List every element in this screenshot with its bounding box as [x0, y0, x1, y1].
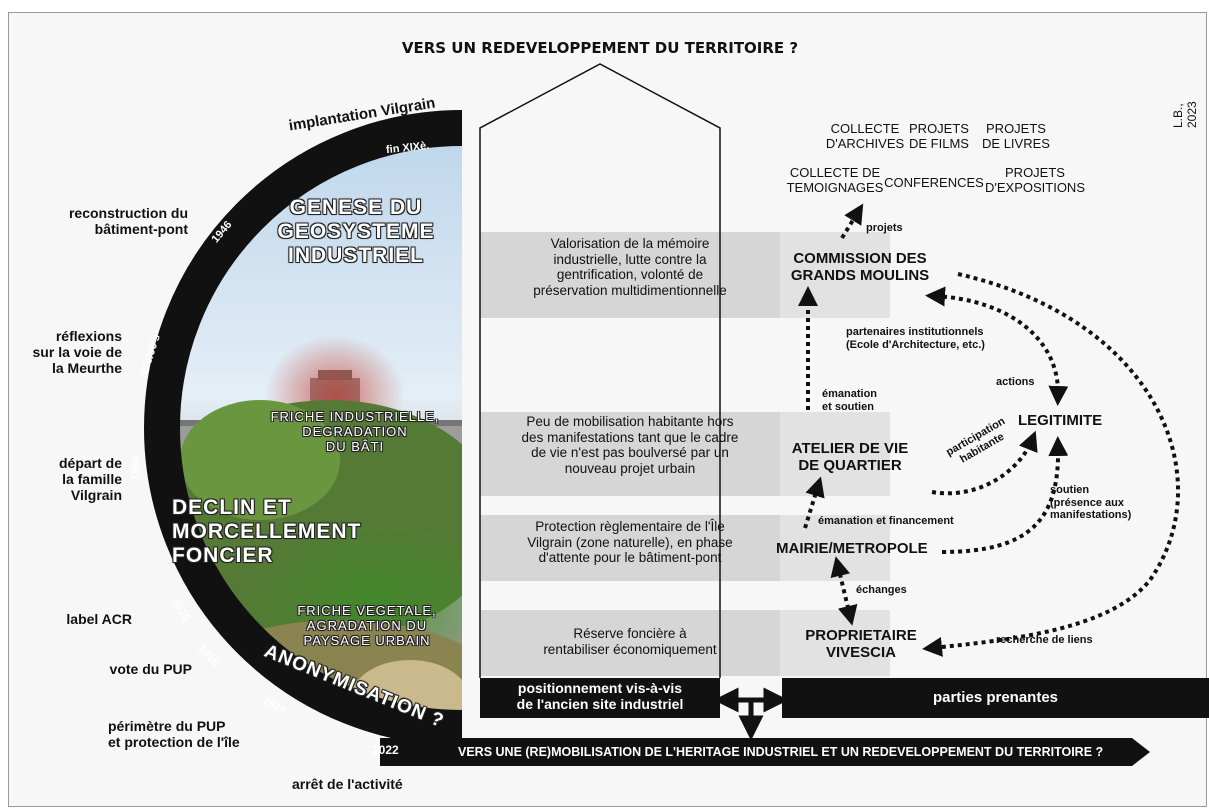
- node-atelier: ATELIER DE VIE DE QUARTIER: [791, 440, 909, 475]
- connectors: [798, 203, 1181, 657]
- project-archives: COLLECTE D'ARCHIVES: [825, 121, 905, 151]
- arrow-participation: [931, 430, 1038, 496]
- position-row-3: Protection règlementaire de l'Île Vilgra…: [527, 519, 733, 566]
- arrow-actions: [925, 286, 1069, 406]
- bottom-arrow-label: VERS UNE (RE)MOBILISATION DE L'HERITAGE …: [458, 745, 1104, 759]
- event-1946: reconstruction du bâtiment-pont: [68, 205, 188, 238]
- band-3: [480, 515, 780, 581]
- event-2015: label ACR: [66, 611, 132, 627]
- label-friche-industrielle: FRICHE INDUSTRIELLE, DEGRADATION DU BÂTI: [270, 409, 440, 454]
- link-echanges: échanges: [856, 584, 907, 596]
- node-proprietaire: PROPRIETAIRE VIVESCIA: [805, 627, 917, 662]
- node-mairie: MAIRIE/METROPOLE: [776, 540, 928, 557]
- link-emanation-financement: émanation et financement: [818, 515, 954, 527]
- position-footer: positionnement vis-à-vis de l'ancien sit…: [516, 680, 684, 713]
- node-commission: COMMISSION DES GRANDS MOULINS: [790, 250, 930, 285]
- link-recherche: recherche de liens: [996, 634, 1093, 646]
- event-1989: départ de la famille Vilgrain: [58, 455, 122, 504]
- timeline-arc: [144, 110, 463, 746]
- event-80s90s: réflexions sur la voie de la Meurthe: [32, 328, 122, 377]
- link-soutien: soutien (présence aux manifestations): [1050, 484, 1132, 522]
- link-actions: actions: [996, 376, 1035, 388]
- link-emanation-soutien: émanation et soutien: [822, 388, 878, 413]
- band-4: [480, 610, 780, 676]
- project-films: PROJETS DE FILMS: [909, 121, 969, 151]
- year-1989: 1989: [129, 455, 143, 481]
- project-livres: PROJETS DE LIVRES: [982, 121, 1050, 151]
- house-outline: [479, 63, 721, 678]
- event-2022: arrêt de l'activité: [292, 776, 403, 792]
- label-friche-vegetale: FRICHE VEGETALE, AGRADATION DU PAYSAGE U…: [297, 603, 437, 648]
- parties-prenantes-footer-bg: [782, 678, 1209, 718]
- band-1: [480, 232, 780, 318]
- position-row-1: Valorisation de la mémoire industrielle,…: [533, 236, 727, 298]
- event-2016: vote du PUP: [109, 661, 192, 677]
- stakeholders-footer: parties prenantes: [932, 689, 1059, 706]
- positionnement-footer-bg: [480, 678, 720, 718]
- event-2019: périmètre du PUP et protection de l'île: [108, 718, 240, 751]
- project-temoignages: COLLECTE DE TEMOIGNAGES: [786, 165, 884, 195]
- node-legitimite: LEGITIMITE: [1018, 412, 1103, 429]
- label-genese: GENESE DU GEOSYSTEME INDUSTRIEL: [277, 196, 435, 268]
- band-2-fade: [780, 412, 890, 496]
- link-partenaires: partenaires institutionnels (Ecole d'Arc…: [846, 326, 985, 351]
- project-expositions: PROJETS D'EXPOSITIONS: [984, 165, 1085, 195]
- arrow-soutien: [941, 436, 1069, 554]
- year-2022: 2022: [372, 743, 399, 757]
- position-row-4: Réserve foncière à rentabiliser économiq…: [543, 626, 717, 657]
- arrow-recherche-liens: [922, 272, 1181, 657]
- label-declin: DECLIN ET MORCELLEMENT FONCIER: [172, 496, 362, 568]
- arrow-projets: [840, 203, 864, 240]
- row-bands: [480, 232, 890, 676]
- link-projets: projets: [866, 222, 903, 234]
- position-row-2: Peu de mobilisation habitante hors des m…: [521, 414, 739, 476]
- arrow-echanges: [830, 556, 858, 626]
- bottom-arrow-shape: [380, 738, 1150, 766]
- page-title: VERS UN REDEVELOPPEMENT DU TERRITOIRE ?: [401, 39, 799, 57]
- credit-label: L.B., 2023: [1171, 101, 1199, 128]
- band-2: [480, 412, 780, 496]
- project-conferences: CONFERENCES: [884, 175, 984, 190]
